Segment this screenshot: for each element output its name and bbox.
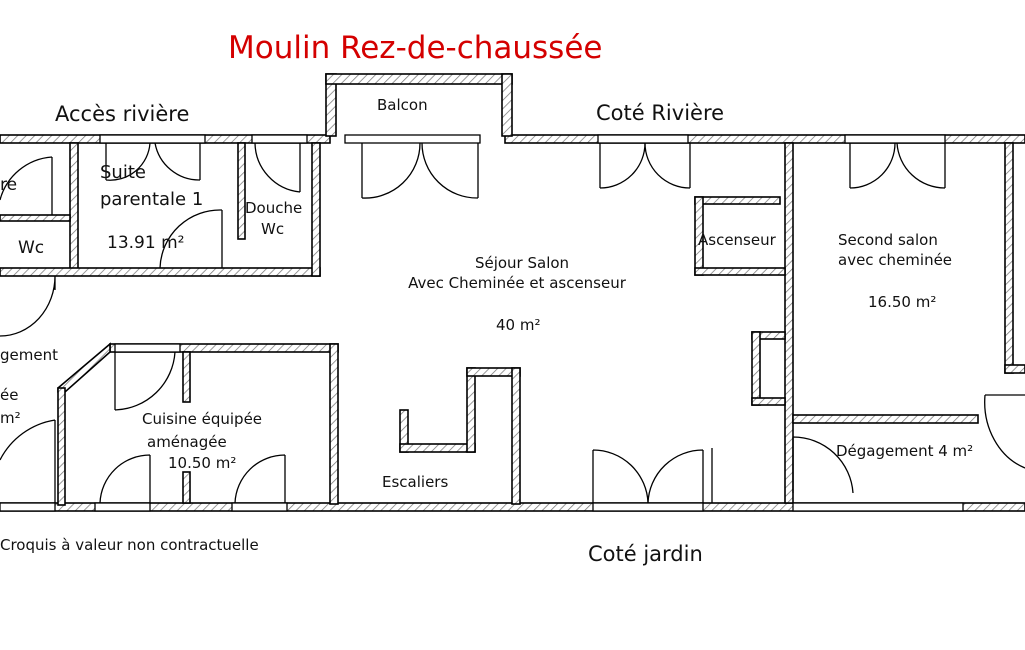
doors	[0, 142, 1025, 504]
room-douche-line2: Wc	[261, 220, 284, 238]
room-escaliers: Escaliers	[382, 473, 448, 491]
room-entree-area-partial: m²	[0, 409, 21, 427]
room-balcon: Balcon	[377, 96, 428, 114]
label-cote-riviere: Coté Rivière	[596, 101, 724, 125]
room-sejour-line1: Séjour Salon	[475, 254, 569, 272]
room-chambre-partial: re	[0, 175, 17, 195]
room-entree-partial: ée	[0, 386, 18, 404]
label-acces-riviere: Accès rivière	[55, 102, 189, 126]
room-second-line2: avec cheminée	[838, 251, 952, 269]
openings	[0, 134, 964, 512]
room-sejour-line2: Avec Cheminée et ascenseur	[408, 274, 627, 292]
room-douche-line1: Douche	[245, 199, 302, 217]
room-suite-line1: Suite	[100, 162, 146, 183]
room-suite-line2: parentale 1	[100, 189, 203, 210]
room-sejour-area: 40 m²	[496, 316, 540, 334]
room-degagement-left: gement	[0, 346, 58, 364]
room-wc: Wc	[18, 238, 44, 258]
disclaimer: Croquis à valeur non contractuelle	[0, 536, 259, 554]
room-ascenseur: Ascenseur	[698, 231, 777, 249]
room-second-line1: Second salon	[838, 231, 938, 249]
plan-title: Moulin Rez-de-chaussée	[228, 30, 602, 66]
label-cote-jardin: Coté jardin	[588, 542, 703, 566]
room-second-area: 16.50 m²	[868, 293, 936, 311]
room-cuisine-line1: Cuisine équipée	[142, 410, 262, 428]
room-cuisine-line2: aménagée	[147, 433, 227, 451]
room-cuisine-area: 10.50 m²	[168, 454, 236, 472]
room-suite-area: 13.91 m²	[107, 233, 184, 253]
room-degagement-right: Dégagement 4 m²	[836, 442, 973, 460]
